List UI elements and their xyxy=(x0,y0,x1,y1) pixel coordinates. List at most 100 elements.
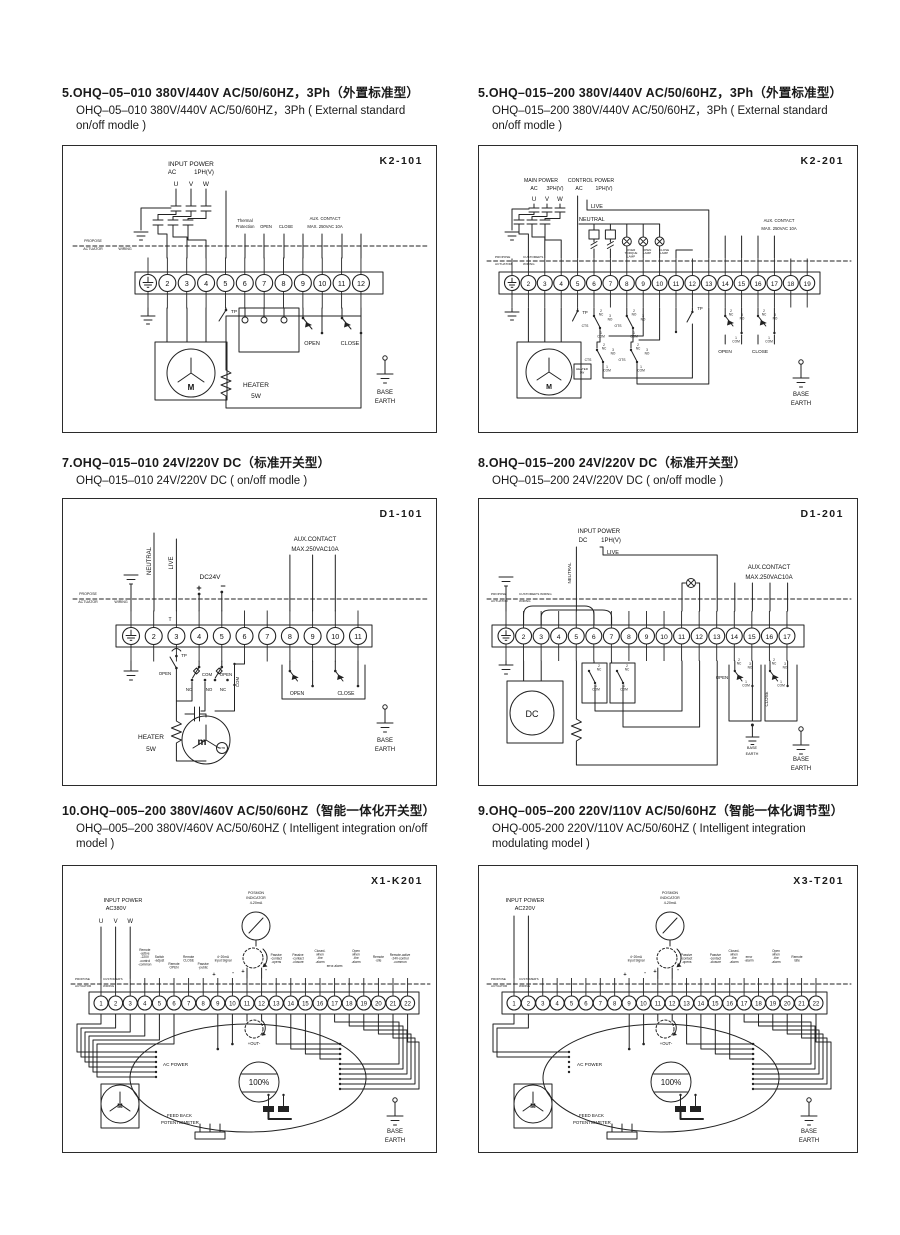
diagram-text: COM xyxy=(630,334,638,338)
wire xyxy=(572,307,579,322)
terminal-number: 4 xyxy=(204,279,208,288)
terminal-number: 5 xyxy=(223,279,227,288)
diagram-text: COM xyxy=(603,368,611,372)
diagram-text: DC xyxy=(526,709,539,719)
terminal-number: 19 xyxy=(360,1002,367,1008)
diagram-text: 1 xyxy=(780,680,782,684)
wire xyxy=(289,554,336,612)
diagram-text: -alarm xyxy=(729,960,738,964)
component-shape xyxy=(280,316,288,324)
diagram-text: -contact xyxy=(681,957,692,961)
diagram-text: CLOSE xyxy=(752,349,768,355)
terminal xyxy=(297,995,313,1011)
component-shape xyxy=(282,1093,285,1097)
diagram-text: NC xyxy=(772,661,777,665)
diagram-text: COM xyxy=(777,683,785,687)
terminal-number: 4 xyxy=(555,1002,559,1008)
terminal-number: 22 xyxy=(404,1002,411,1008)
diagram-text: -alarm xyxy=(771,960,780,964)
terminal-number: 21 xyxy=(798,1002,805,1008)
terminal-number: 3 xyxy=(541,1002,545,1008)
component-shape xyxy=(595,348,599,352)
diagram-text: POSMON xyxy=(662,891,678,895)
diagram-text: M xyxy=(188,383,195,392)
wire xyxy=(268,1095,284,1107)
terminal xyxy=(700,274,717,292)
diagram-text: FEED BACK xyxy=(579,1113,604,1118)
diagram-text: Closed- xyxy=(315,949,326,953)
wire xyxy=(728,664,798,722)
wire xyxy=(498,660,514,675)
diagram-text: PROPOSE xyxy=(495,255,510,259)
diagram-text: NC xyxy=(762,312,767,316)
component-shape xyxy=(278,1106,289,1112)
diagram-text: -contact xyxy=(710,957,721,961)
diagram-text: Thermal xyxy=(237,218,252,223)
component-shape xyxy=(154,1070,158,1074)
terminal xyxy=(567,627,585,645)
diagram-text: CLOSE xyxy=(659,248,669,252)
diagram-text: OPEN xyxy=(220,672,232,677)
terminal-number: 13 xyxy=(713,634,721,641)
panel-subtitle: OHQ–015–010 24V/220V DC ( on/off modle ) xyxy=(76,475,308,487)
wire xyxy=(123,660,139,681)
terminal-number: 21 xyxy=(390,1002,397,1008)
terminal xyxy=(602,627,620,645)
component-shape xyxy=(751,1062,755,1066)
diagram-code: X1-K201 xyxy=(371,875,423,887)
diagram-text: -alarm xyxy=(315,960,324,964)
diagram-text: NO xyxy=(740,316,745,320)
component-shape xyxy=(642,1042,645,1046)
terminal-number: 6 xyxy=(243,279,247,288)
diagram-text: NC xyxy=(636,346,641,350)
diagram-text: MAX. 250VAC 10A xyxy=(307,224,343,229)
component-shape xyxy=(567,1050,571,1054)
component-shape xyxy=(604,229,616,240)
component-shape xyxy=(154,1065,158,1069)
diagram-text: V xyxy=(189,181,194,188)
component-shape xyxy=(267,1093,270,1097)
diagram-text: 2 xyxy=(598,664,600,668)
wire xyxy=(386,1101,404,1126)
diagram-text: ACTUATOR xyxy=(495,262,512,266)
diagram-text: AUX. CONTACT xyxy=(764,218,795,223)
terminal xyxy=(515,627,533,645)
diagram-text: CTS xyxy=(582,324,590,328)
terminal-number: 18 xyxy=(787,281,795,288)
diagram-text: NO xyxy=(773,316,778,320)
wire xyxy=(133,207,172,241)
diagram-text: NC xyxy=(737,661,742,665)
component-shape xyxy=(338,1057,342,1061)
component-shape xyxy=(592,314,596,318)
terminal-number: 2 xyxy=(114,1002,117,1008)
terminal xyxy=(553,274,570,292)
wire xyxy=(262,963,268,968)
diagram-text: 5W xyxy=(146,746,157,753)
diagram-text: COM xyxy=(637,368,645,372)
terminal xyxy=(151,995,167,1011)
component-shape xyxy=(203,678,207,682)
terminal xyxy=(239,995,255,1011)
terminal-number: 8 xyxy=(625,281,629,288)
diagram-text: POTENTIOMETER xyxy=(161,1120,199,1125)
diagram-text: U xyxy=(532,197,536,203)
wire xyxy=(594,660,701,728)
terminal-number: 7 xyxy=(609,281,613,288)
diagram-text: LIVE xyxy=(169,556,175,569)
diagram-text: AC380V xyxy=(106,906,127,912)
diagram-text: Passive xyxy=(271,953,282,957)
component-shape xyxy=(625,314,628,318)
wire xyxy=(157,224,207,259)
terminal-number: 7 xyxy=(609,634,613,641)
terminal-number: 10 xyxy=(331,632,339,641)
wire xyxy=(727,320,767,326)
diagram-text: 1 xyxy=(606,365,608,369)
terminal xyxy=(766,274,783,292)
component-shape xyxy=(88,991,420,1015)
diagram-text: -220V xyxy=(141,955,150,959)
diagram-text: EARTH xyxy=(385,1138,405,1144)
